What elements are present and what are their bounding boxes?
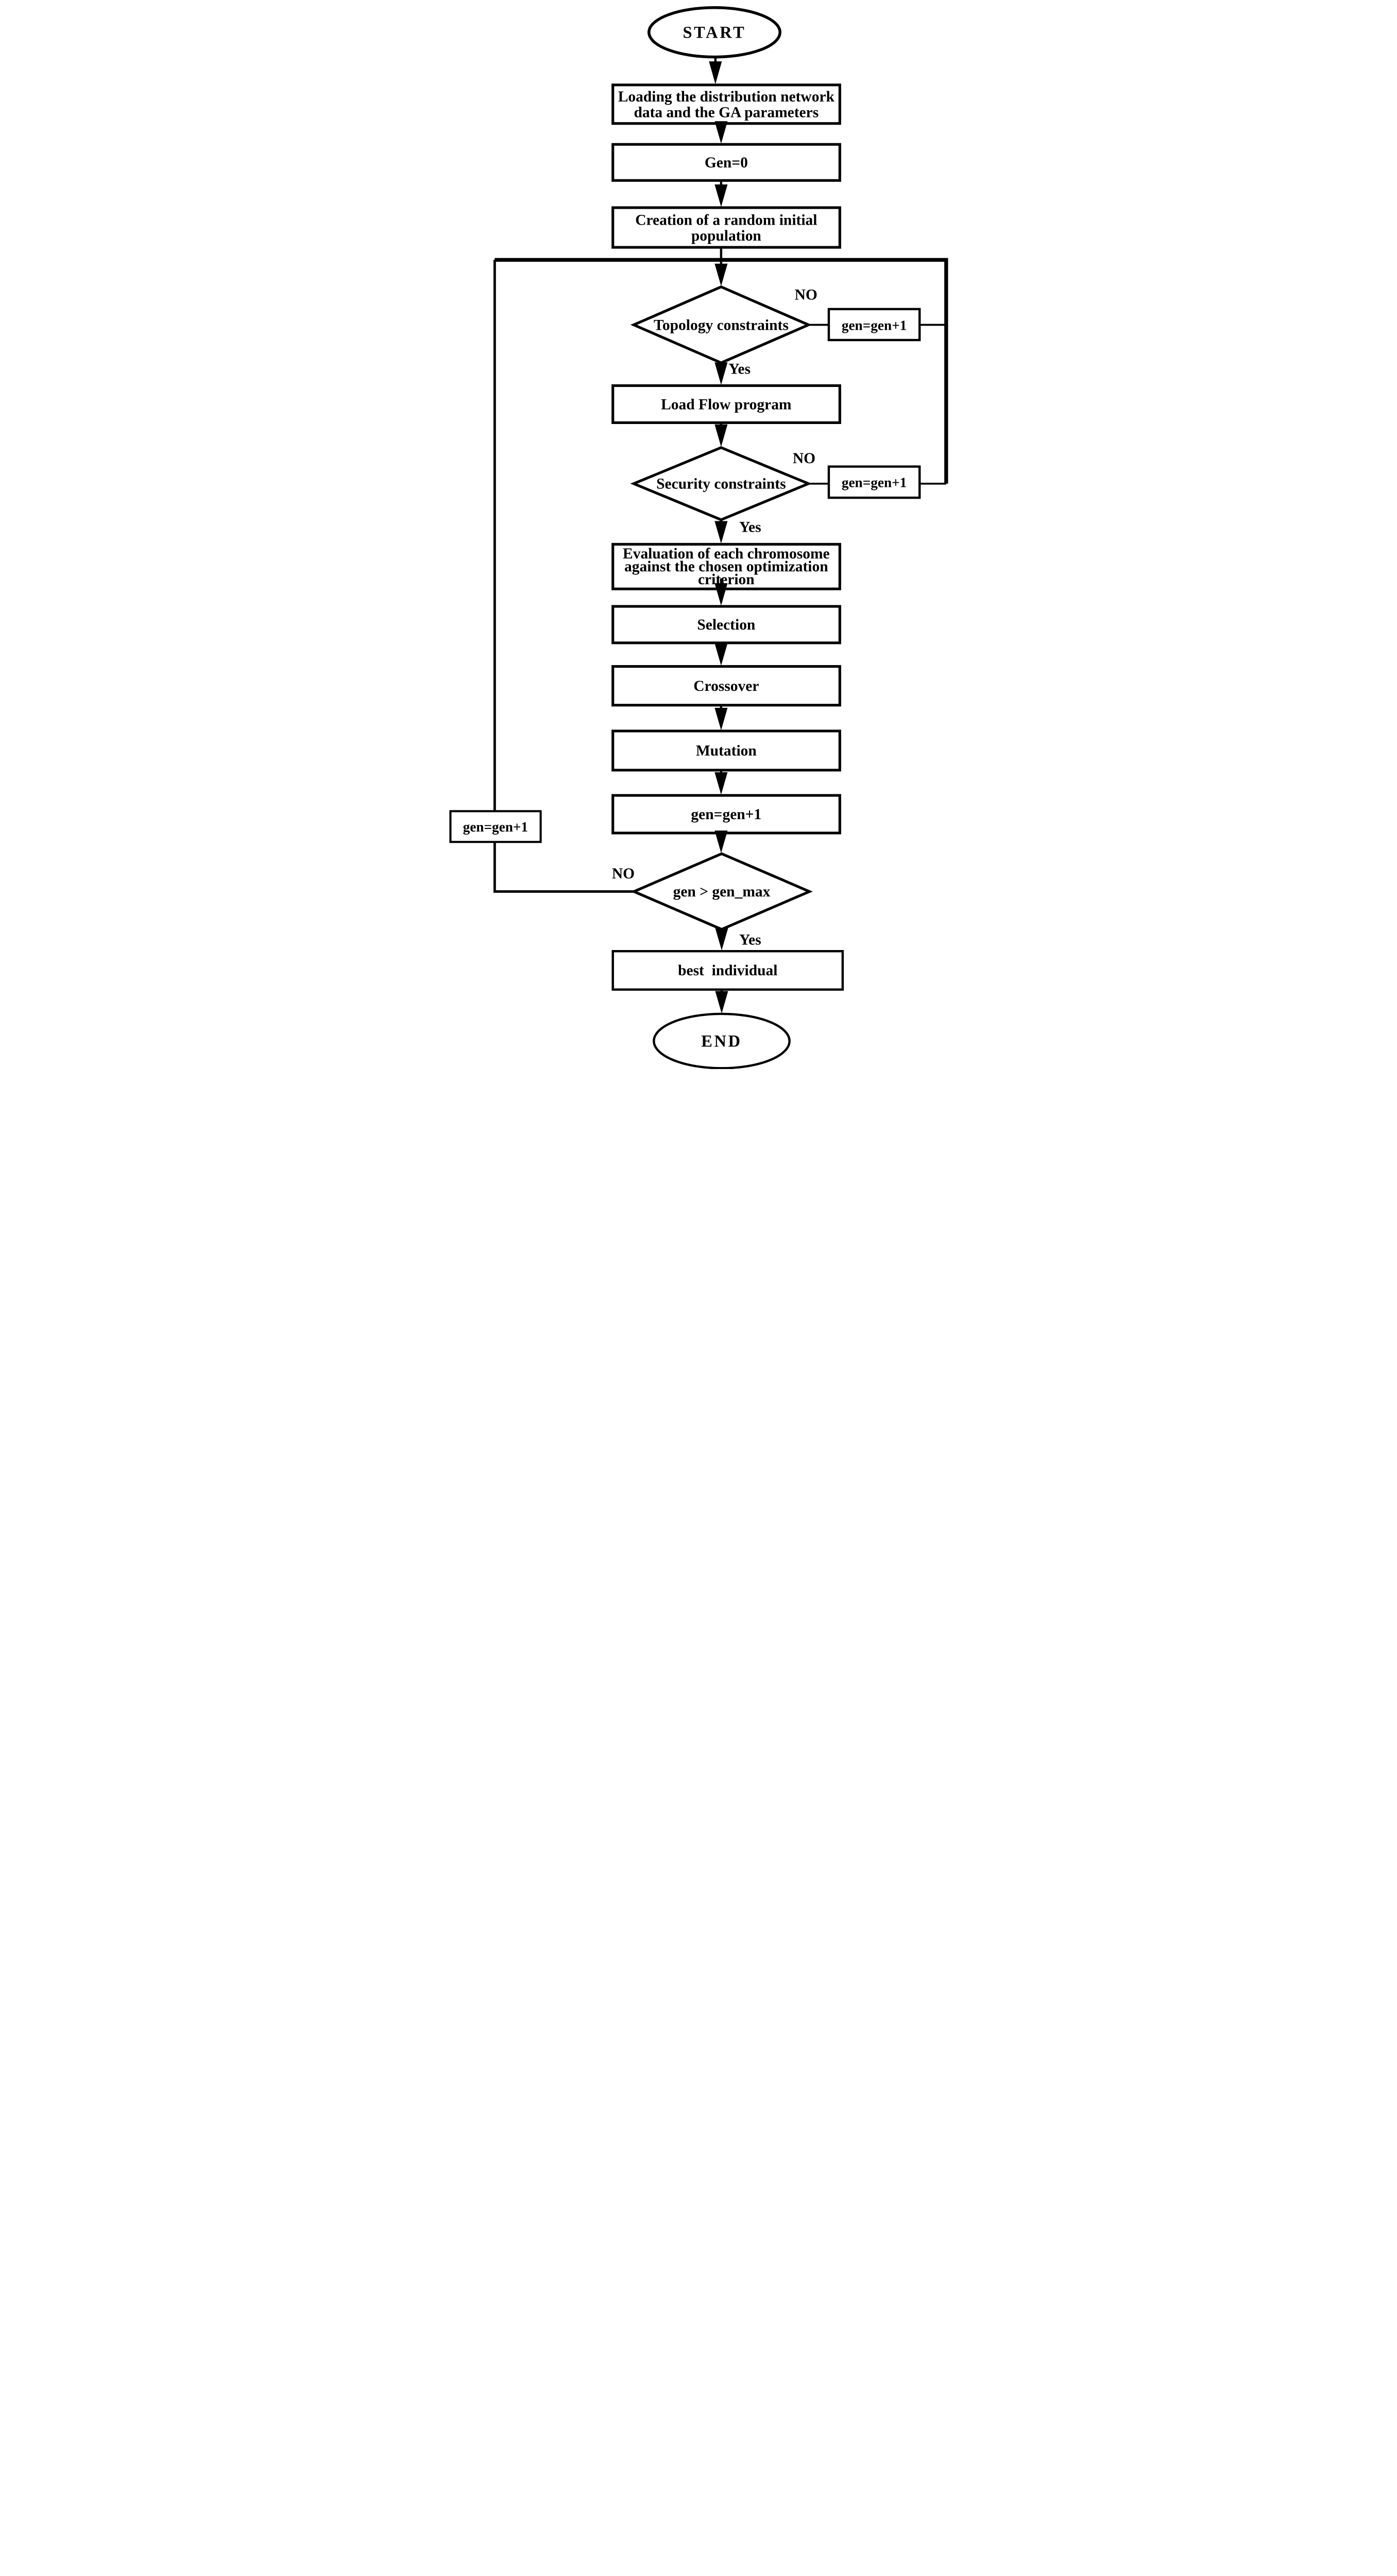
gen-increment-process-box (611, 794, 841, 835)
best-individual-process-box (611, 950, 844, 991)
arrowhead-down-icon (714, 184, 728, 207)
gen-inc-topology-label: gen=gen+1 (842, 317, 907, 333)
arrow-loading-to-genzero (714, 121, 728, 144)
gen-zero-process-box (611, 143, 841, 182)
security-label: Security constraints (656, 476, 786, 493)
arrowhead-down-icon (714, 831, 728, 853)
nodes (449, 6, 921, 1069)
loading-label-line1: Loading the distribution network (618, 89, 835, 105)
loading-process-box (611, 83, 841, 125)
gen-inc-security-label: gen=gen+1 (842, 475, 907, 490)
gen-check-no-label: NO (612, 866, 635, 882)
arrow-gencheck-yes-to-best (715, 928, 728, 951)
mutation-label: Mutation (696, 743, 757, 759)
arrow-selection-to-crossover (714, 642, 728, 666)
topology-label: Topology constraints (654, 317, 789, 333)
evaluation-label-line3: criterion (698, 571, 755, 588)
security-yes-label: Yes (739, 519, 761, 536)
arrow-loadflow-to-security (714, 422, 728, 447)
end-terminator (653, 1012, 791, 1069)
load-flow-process-box (611, 384, 841, 425)
topology-yes-label: Yes (728, 361, 751, 377)
arrow-topology-yes-to-loadflow (714, 362, 728, 385)
gen-inc-topology-box (827, 308, 921, 342)
topology-no-label: NO (795, 286, 817, 303)
best-individual-label: best individual (678, 962, 777, 979)
selection-process-box (611, 605, 841, 645)
crossover-label: Crossover (693, 678, 759, 694)
evaluation-label-line2: against the chosen optimization (624, 558, 828, 575)
gen-increment-label: gen=gen+1 (691, 806, 761, 823)
arrowhead-down-icon (714, 772, 728, 795)
creation-process-box (611, 206, 841, 249)
evaluation-process-box (611, 543, 841, 590)
creation-label-line1: Creation of a random initial (635, 212, 817, 229)
mutation-process-box (611, 730, 841, 772)
loop-line-top-right (495, 258, 948, 484)
arrow-best-to-end (715, 989, 728, 1014)
arrowhead-down-icon (715, 991, 728, 1014)
evaluation-label-line1: Evaluation of each chromosome (623, 546, 830, 562)
gen-inc-security-box (827, 465, 921, 499)
creation-label-line2: population (691, 228, 761, 244)
crossover-process-box (611, 665, 841, 707)
arrow-security-yes-to-evaluation (714, 519, 728, 544)
flow-arrows (709, 56, 728, 1014)
arrowhead-down-icon (714, 263, 728, 286)
loading-label-line2: data and the GA parameters (634, 104, 819, 121)
arrowhead-down-icon (714, 707, 728, 731)
end-label: END (701, 1032, 742, 1050)
loop-line-left-no-branch (493, 260, 634, 893)
gen-inc-loop-label: gen=gen+1 (463, 819, 529, 835)
arrow-genincrement-to-gencheck (714, 831, 728, 853)
arrowhead-down-icon (709, 61, 722, 84)
selection-label: Selection (697, 617, 755, 633)
loop-edges (493, 258, 948, 893)
flowchart-page: START Loading the distribution network d… (441, 0, 956, 1069)
gen-check-yes-label: Yes (739, 931, 761, 948)
arrowhead-down-icon (714, 121, 728, 144)
arrowhead-down-icon (714, 362, 728, 385)
node-labels: START Loading the distribution network d… (463, 23, 907, 1050)
flowchart-canvas: START Loading the distribution network d… (441, 0, 956, 1069)
gen-inc-loop-box (449, 810, 542, 843)
arrow-evaluation-to-selection (714, 578, 728, 606)
arrowhead-down-icon (714, 583, 728, 606)
start-label: START (683, 23, 746, 42)
arrow-creation-to-topology (714, 247, 728, 286)
arrowhead-down-icon (714, 424, 728, 447)
arrowhead-down-icon (714, 521, 728, 544)
arrow-mutation-to-genincrement (714, 770, 728, 795)
branch-labels: NO Yes NO Yes NO Yes (612, 286, 817, 948)
arrow-start-to-loading (709, 56, 722, 84)
arrow-crossover-to-mutation (714, 705, 728, 731)
gen-zero-label: Gen=0 (705, 155, 748, 171)
arrowhead-down-icon (715, 928, 728, 951)
load-flow-label: Load Flow program (661, 396, 792, 413)
arrowhead-down-icon (714, 643, 728, 666)
arrow-genzero-to-creation (714, 180, 728, 207)
security-no-label: NO (793, 450, 815, 467)
gen-check-label: gen > gen_max (673, 884, 771, 900)
